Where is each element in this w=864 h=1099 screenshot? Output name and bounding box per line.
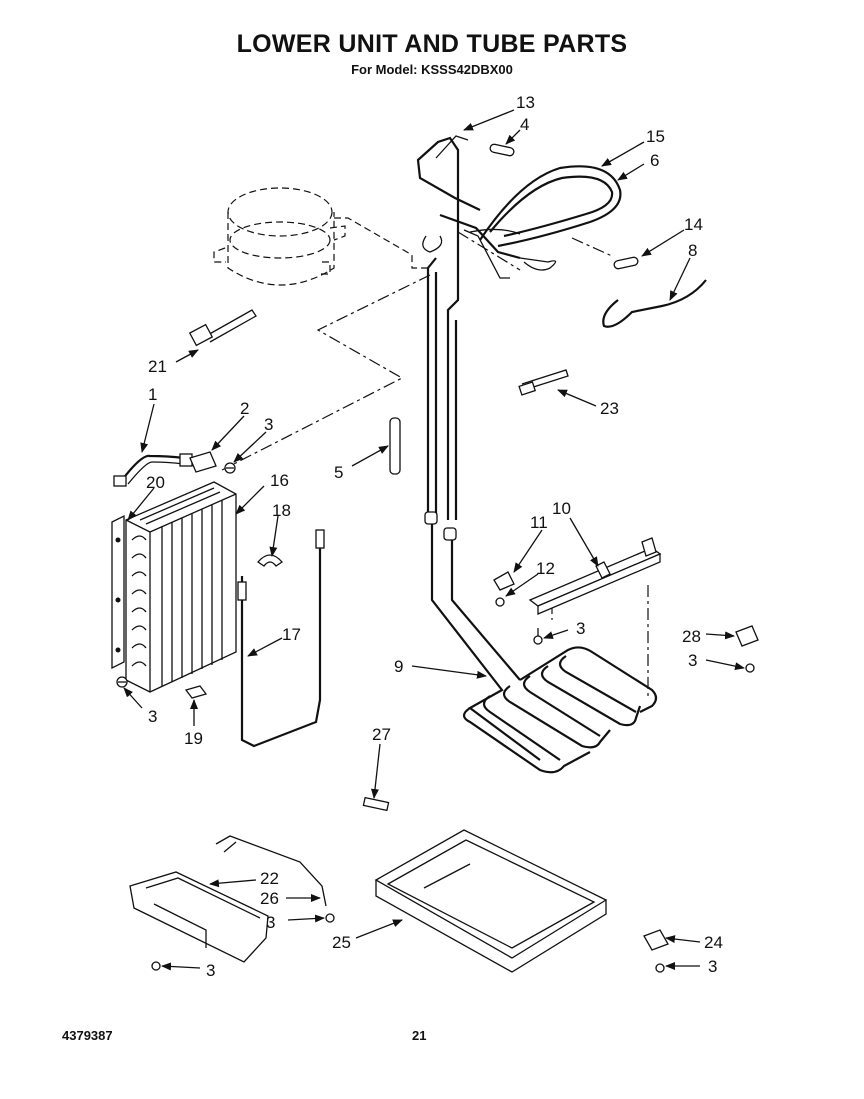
callout-20: 20 <box>146 473 165 492</box>
callout-28: 28 <box>682 627 701 646</box>
callout-27: 27 <box>372 725 391 744</box>
part-19-clip <box>184 685 208 699</box>
part-3-screw-trough <box>151 961 161 971</box>
callout-15: 15 <box>646 127 665 146</box>
part-25-drain-pan <box>374 829 608 973</box>
part-22-drain-trough <box>129 871 269 963</box>
callout-8: 8 <box>688 241 697 260</box>
part-23-cable-tie <box>518 369 569 396</box>
callout-9: 9 <box>394 657 403 676</box>
callout-14: 14 <box>684 215 703 234</box>
part-12-screw <box>495 597 505 607</box>
part-3-screw-wire <box>325 913 335 923</box>
callout-24: 24 <box>704 933 723 952</box>
callout-16: 16 <box>270 471 289 490</box>
callout-3-bottom-right: 3 <box>708 957 717 976</box>
part-26-wire <box>215 835 327 907</box>
part-11-clip <box>493 571 515 591</box>
part-4-tube-plug <box>489 143 515 157</box>
callout-11: 11 <box>530 513 548 532</box>
part-2-clip <box>189 451 217 473</box>
callout-3-right: 3 <box>688 651 697 670</box>
part-3-screw-upper <box>224 462 236 474</box>
callout-5: 5 <box>334 463 343 482</box>
part-18-clip <box>257 554 283 567</box>
callout-21: 21 <box>148 357 167 376</box>
callout-10: 10 <box>552 499 571 518</box>
callout-12: 12 <box>536 559 555 578</box>
model-subtitle: For Model: KSSS42DBX00 <box>351 62 513 77</box>
part-8-bent-tube <box>602 279 707 328</box>
callout-1: 1 <box>148 385 157 404</box>
part-20-bracket <box>111 514 125 670</box>
callout-2: 2 <box>240 399 249 418</box>
part-3-screw-center <box>533 628 543 645</box>
part-24-clip <box>643 929 669 951</box>
callout-23: 23 <box>600 399 619 418</box>
callout-19: 19 <box>184 729 203 748</box>
callout-3: 3 <box>264 415 273 434</box>
document-number: 4379387 <box>62 1028 113 1043</box>
callout-3-wire: 3 <box>266 913 275 932</box>
callout-13: 13 <box>516 93 535 112</box>
part-28-clip <box>735 625 759 647</box>
part-13-tube-assembly <box>416 135 557 541</box>
part-14-tube-plug <box>613 256 639 270</box>
callout-18: 18 <box>272 501 291 520</box>
part-10-rail <box>528 537 662 615</box>
callout-3-trough: 3 <box>206 961 215 980</box>
part-1-wire-harness <box>113 453 193 487</box>
callout-26: 26 <box>260 889 279 908</box>
part-17-heater-wire <box>237 529 325 748</box>
compressor-outline <box>213 187 428 286</box>
part-5-tube <box>389 417 401 475</box>
part-15-loop-tube <box>469 165 622 248</box>
part-3-screw-lower-left <box>116 676 128 688</box>
part-3-screw-right <box>745 663 755 673</box>
callout-3-center: 3 <box>576 619 585 638</box>
part-16-evaporator-coil <box>125 481 237 693</box>
callout-3-left: 3 <box>148 707 157 726</box>
callout-4: 4 <box>520 115 529 134</box>
callout-17: 17 <box>282 625 301 644</box>
callout-6: 6 <box>650 151 659 170</box>
page-number: 21 <box>412 1028 427 1043</box>
part-27-pad <box>362 796 390 812</box>
part-21-cable-tie <box>188 309 257 347</box>
leader-lines <box>123 109 745 971</box>
part-3-screw-bottom-right <box>655 963 665 973</box>
callout-labels: 13 4 15 6 14 8 21 23 1 2 3 5 20 16 18 17… <box>146 93 723 980</box>
callout-22: 22 <box>260 869 279 888</box>
callout-25: 25 <box>332 933 351 952</box>
part-9-heater-tubes <box>430 524 658 774</box>
page-title: LOWER UNIT AND TUBE PARTS <box>236 30 628 58</box>
